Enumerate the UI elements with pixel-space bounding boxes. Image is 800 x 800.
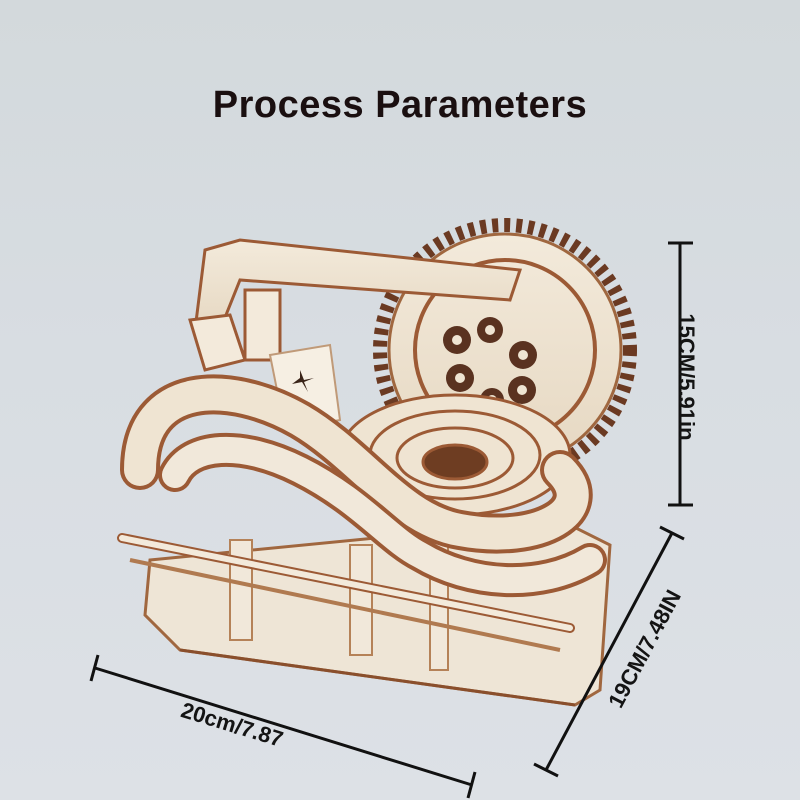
upper-track xyxy=(188,238,523,432)
s-track xyxy=(120,374,607,598)
dimension-lines xyxy=(89,241,693,799)
height-dimension-label: 15CM/5.91in xyxy=(674,313,699,441)
height-dimension-line xyxy=(668,241,693,507)
page-title: Process Parameters xyxy=(212,84,588,126)
depth-dimension-line xyxy=(533,525,685,778)
width-dimension-line xyxy=(89,654,477,799)
front-rails xyxy=(117,533,575,652)
